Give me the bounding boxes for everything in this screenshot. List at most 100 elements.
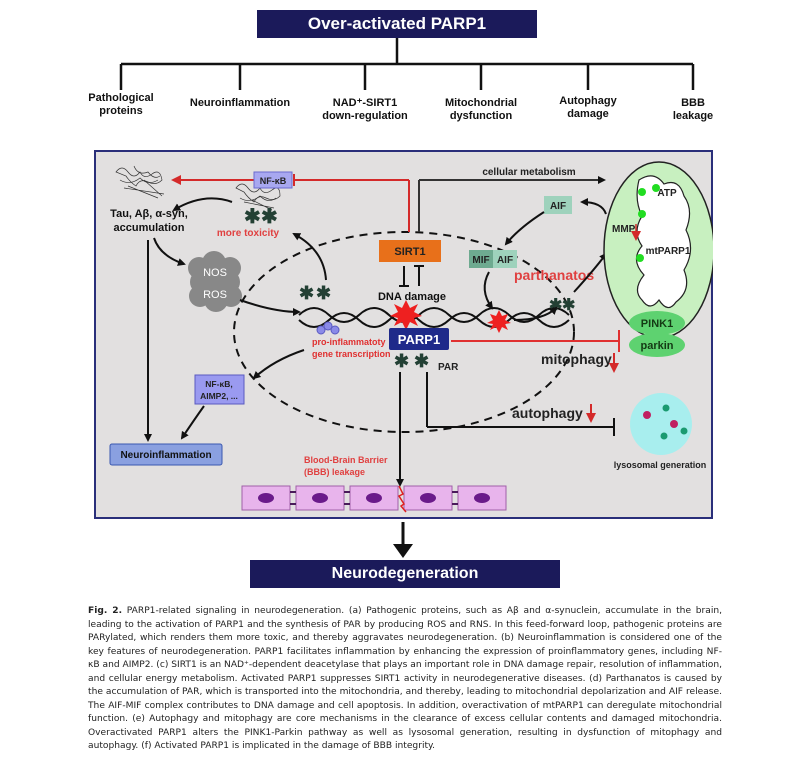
pink1-label: PINK1	[641, 318, 673, 330]
parkin-label: parkin	[640, 340, 673, 352]
aif-label: AIF	[550, 201, 566, 212]
category-autophagy-damage: Autophagy damage	[548, 95, 628, 121]
ros-label: ROS	[203, 289, 227, 301]
neuroinflammation-label: Neuroinflammation	[120, 450, 211, 461]
category-line: down-regulation	[322, 110, 408, 122]
more-toxicity-label: more toxicity	[217, 228, 280, 239]
atp-dot-icon	[636, 184, 660, 262]
neurodegeneration-label: Neurodegeneration	[331, 565, 479, 582]
aif-box	[544, 196, 572, 214]
svg-text:✱: ✱	[562, 297, 575, 314]
down-arrow-icon	[393, 522, 413, 558]
nos-label: NOS	[203, 267, 227, 279]
atp-label: ATP	[657, 188, 677, 199]
nfkb-to-neuroinflammation-arrow	[180, 405, 205, 440]
parp1-label: PARP1	[398, 332, 440, 347]
nucleus-boundary	[233, 231, 575, 433]
category-mitochondrial-dysfunction: Mitochondrial dysfunction	[436, 97, 526, 123]
category-line: proteins	[99, 105, 143, 117]
sirt1-box	[379, 240, 441, 262]
ros-to-dna-arrow	[239, 299, 301, 316]
caption-label: Fig. 2.	[88, 606, 123, 616]
lysosome-content-icon	[643, 404, 688, 440]
pathway-diagram: Tau, Aβ, α-syn, accumulation ✱✱ more tox…	[109, 161, 713, 513]
svg-text:✱: ✱	[394, 351, 409, 371]
neuroinflammation-box	[109, 443, 223, 466]
pathway-diagram-panel: Tau, Aβ, α-syn, accumulation ✱✱ more tox…	[94, 150, 713, 519]
barrier-break-icon	[397, 485, 407, 513]
par-star-icon: ✱✱	[394, 351, 429, 371]
nfkb-label-top: NF-κB	[260, 176, 287, 186]
svg-text:✱: ✱	[299, 283, 314, 303]
aif-complex-label: AIF	[497, 255, 513, 266]
svg-text:✱: ✱	[261, 206, 278, 228]
par-star-icon: ✱✱	[244, 206, 278, 228]
mitophagy-label: mitophagy	[541, 351, 612, 367]
parkin-oval	[629, 333, 685, 357]
caption-text: PARP1-related signaling in neurodegenera…	[88, 606, 723, 751]
par-to-mito-arrow	[513, 306, 558, 321]
mif-box	[469, 250, 493, 268]
category-line: NAD⁺-SIRT1	[332, 97, 398, 109]
category-line: Pathological	[88, 92, 154, 104]
par-to-toxicity-arrow	[292, 233, 327, 281]
category-pathological-proteins: Pathological proteins	[81, 92, 161, 118]
aif-mif-to-dna-arrow	[483, 271, 494, 310]
header-title: Over-activated PARP1	[307, 14, 487, 33]
transcription-arrow	[252, 349, 305, 380]
dna-damage-burst-icon	[390, 300, 511, 333]
neurodegeneration-box: Neurodegeneration	[250, 560, 560, 588]
category-neuroinflammation: Neuroinflammation	[180, 97, 300, 110]
tau-to-nos-arrow	[153, 237, 186, 266]
parp1-box	[389, 328, 449, 350]
category-line: Mitochondrial	[444, 97, 518, 109]
nfkb-aimp2-label: AIMP2, ...	[200, 391, 238, 401]
svg-text:✱: ✱	[316, 283, 331, 303]
aif-box-complex	[493, 250, 517, 268]
dna-strand-icon	[298, 307, 570, 328]
bbb-leakage-label: (BBB) leakage	[304, 467, 365, 477]
gene-transcription-label: gene transcription	[312, 349, 391, 359]
mmp-label: MMP	[612, 224, 636, 235]
parylated-aggregate-icon	[235, 183, 281, 211]
accumulation-label: accumulation	[114, 222, 185, 234]
category-bbb-leakage: BBB leakage	[663, 97, 723, 123]
nfkb-aimp2-label: NF-κB,	[205, 379, 232, 389]
category-line: damage	[567, 108, 609, 120]
figure-caption: Fig. 2. PARP1-related signaling in neuro…	[88, 605, 722, 754]
nfkb-aimp2-box	[194, 374, 245, 405]
mitochondrion-cristae	[635, 175, 692, 309]
cellular-metabolism-label: cellular metabolism	[482, 167, 575, 178]
svg-text:✱: ✱	[244, 206, 261, 228]
category-line: Autophagy	[559, 95, 617, 107]
header-title-box: Over-activated PARP1	[257, 10, 537, 38]
endothelial-cells	[241, 485, 507, 513]
category-line: Neuroinflammation	[189, 97, 291, 109]
tau-label: Tau, Aβ, α-syn,	[110, 208, 188, 220]
sirt1-label: SIRT1	[394, 246, 425, 258]
mif-label: MIF	[472, 255, 489, 266]
mtparp1-label: mtPARP1	[646, 246, 691, 257]
autophagy-label: autophagy	[512, 405, 583, 421]
lysosomal-generation-label: lysosomal generation	[614, 460, 707, 470]
category-line: BBB	[681, 97, 705, 109]
par-label: PAR	[438, 362, 459, 373]
category-nad-sirt1: NAD⁺-SIRT1 down-regulation	[315, 97, 415, 123]
nfkb-box-top	[253, 171, 293, 189]
toxicity-feedback-arrow	[172, 197, 233, 212]
pro-inflammatory-label: pro-inflammatoty	[312, 337, 386, 347]
protein-aggregate-icon	[115, 165, 165, 199]
nos-ros-cloud-icon	[188, 251, 242, 312]
par-star-icon: ✱✱	[299, 283, 331, 303]
pink1-oval	[629, 311, 685, 335]
category-line: leakage	[672, 110, 714, 122]
category-line: dysfunction	[449, 110, 513, 122]
lysosome-icon	[630, 393, 692, 455]
aif-release-arrow	[504, 211, 545, 246]
parthanatos-label: parthanatos	[514, 267, 594, 283]
transcription-factor-icon	[316, 321, 340, 335]
svg-text:✱: ✱	[414, 351, 429, 371]
bbb-label: Blood-Brain Barrier	[304, 455, 388, 465]
dna-damage-label: DNA damage	[378, 291, 446, 303]
mmp-to-aif-arrow	[580, 198, 607, 215]
